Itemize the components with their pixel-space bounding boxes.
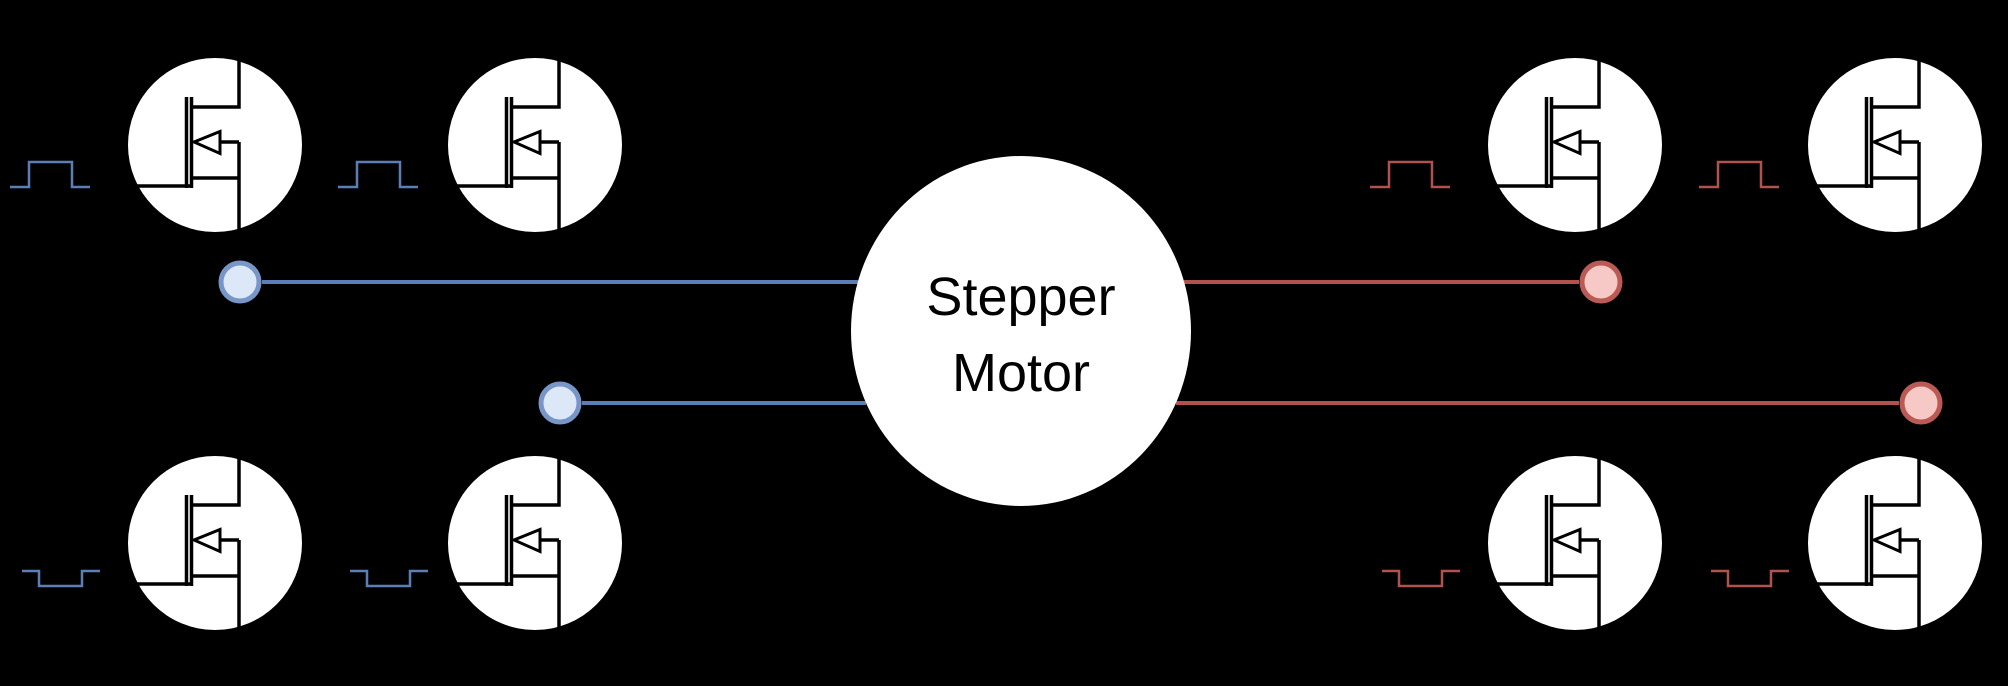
mosfet-symbol-top-right-1 [1486,55,1664,235]
negative-pulse-icon-bottom-right-1 [1380,569,1462,588]
mosfet-symbol-bottom-left-2 [446,453,624,633]
mosfet-symbol-top-right-2 [1806,55,1984,235]
positive-pulse-icon-top-left-2 [336,160,420,189]
motor-label-line-1: Stepper [926,267,1116,327]
motor-label-line-2: Motor [951,343,1091,403]
terminal-dot-upper-right [1579,260,1623,304]
positive-pulse-icon-top-right-1 [1368,160,1452,189]
terminal-dot-lower-right [1899,381,1943,425]
terminal-dot-upper-left [218,260,262,304]
motor-circle [851,156,1191,506]
negative-pulse-icon-bottom-left-1 [20,569,102,588]
mosfet-symbol-top-left-2 [446,55,624,235]
positive-pulse-icon-top-left-1 [8,160,92,189]
negative-pulse-icon-bottom-left-2 [348,569,430,588]
mosfet-symbol-top-left-1 [126,55,304,235]
negative-pulse-icon-bottom-right-2 [1709,569,1791,588]
mosfet-symbol-bottom-right-2 [1806,453,1984,633]
terminal-dot-lower-left [538,381,582,425]
positive-pulse-icon-top-right-2 [1697,160,1781,189]
motor-label: Stepper Motor [871,259,1171,411]
mosfet-symbol-bottom-left-1 [126,453,304,633]
mosfet-symbol-bottom-right-1 [1486,453,1664,633]
